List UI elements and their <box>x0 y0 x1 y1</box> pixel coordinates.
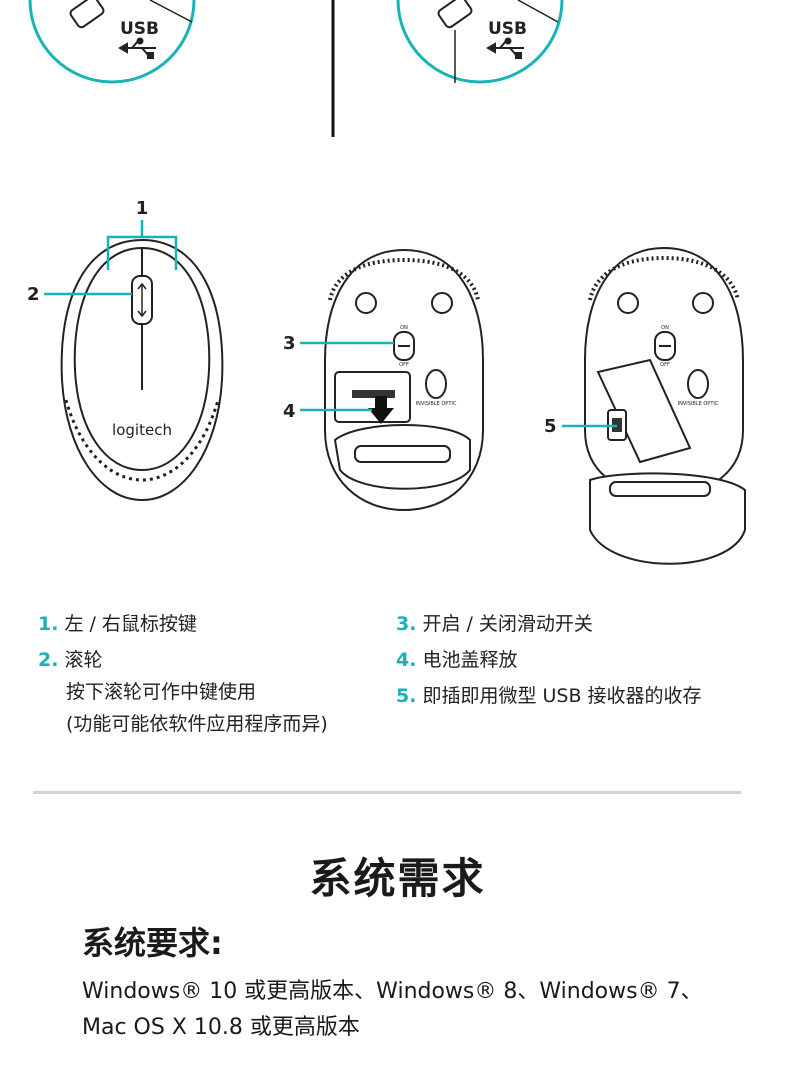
legend-right: 3.开启 / 关闭滑动开关 4.电池盖释放 5.即插即用微型 USB 接收器的收… <box>396 608 702 712</box>
callout-3: 3 <box>283 333 394 354</box>
legend-item-3: 3.开启 / 关闭滑动开关 <box>396 613 593 635</box>
svg-text:1: 1 <box>136 198 149 219</box>
svg-text:5: 5 <box>544 416 557 437</box>
svg-text:ON: ON <box>400 325 408 331</box>
callout-5: 5 <box>544 416 617 437</box>
section-subtitle: 系统要求: <box>82 924 223 962</box>
callout-4: 4 <box>283 401 372 422</box>
legend-item-1: 1.左 / 右鼠标按键 <box>38 613 197 635</box>
svg-text:OFF: OFF <box>660 362 670 368</box>
svg-text:ON: ON <box>661 325 669 331</box>
svg-text:4: 4 <box>283 401 296 422</box>
svg-text:3: 3 <box>283 333 296 354</box>
callout-2: 2 <box>27 284 132 305</box>
mouse-top-view: logitech <box>60 238 224 502</box>
product-diagram: USB USB logitech 1 <box>27 0 746 565</box>
callout-1: 1 <box>106 198 178 270</box>
usb-label: USB <box>120 19 159 39</box>
svg-text:2: 2 <box>27 284 40 305</box>
mouse-bottom-view-open: ON OFF INVISIBLE OPTIC <box>584 246 746 565</box>
usb-receiver-illustration-right: USB <box>396 0 564 84</box>
usb-symbol-icon <box>117 37 156 59</box>
system-requirements: Windows® 10 或更高版本、Windows® 8、Windows® 7、… <box>82 974 762 1046</box>
legend-item-2-note: (功能可能依软件应用程序而异) <box>66 713 328 735</box>
svg-text:INVISIBLE OPTIC: INVISIBLE OPTIC <box>416 401 457 407</box>
svg-text:USB: USB <box>488 19 527 39</box>
usb-symbol-icon <box>485 37 524 59</box>
section-title: 系统需求 <box>309 854 486 903</box>
legend-item-2-detail: 按下滚轮可作中键使用 <box>66 681 257 703</box>
requirements-line-1: Windows® 10 或更高版本、Windows® 8、Windows® 7、 <box>82 979 703 1004</box>
legend-item-4: 4.电池盖释放 <box>396 649 518 671</box>
section-divider <box>33 791 741 794</box>
requirements-line-2: Mac OS X 10.8 或更高版本 <box>82 1015 360 1040</box>
legend-item-5: 5.即插即用微型 USB 接收器的收存 <box>396 685 702 707</box>
usb-receiver-illustration-left: USB <box>28 0 196 84</box>
logitech-logo: logitech <box>112 421 172 439</box>
legend-item-2: 2.滚轮 <box>38 649 103 671</box>
svg-text:INVISIBLE OPTIC: INVISIBLE OPTIC <box>678 401 719 407</box>
legend-left: 1.左 / 右鼠标按键 2.滚轮 按下滚轮可作中键使用 (功能可能依软件应用程序… <box>38 608 328 740</box>
svg-text:OFF: OFF <box>399 362 409 368</box>
mouse-bottom-view-battery: ON OFF INVISIBLE OPTIC <box>324 248 484 512</box>
